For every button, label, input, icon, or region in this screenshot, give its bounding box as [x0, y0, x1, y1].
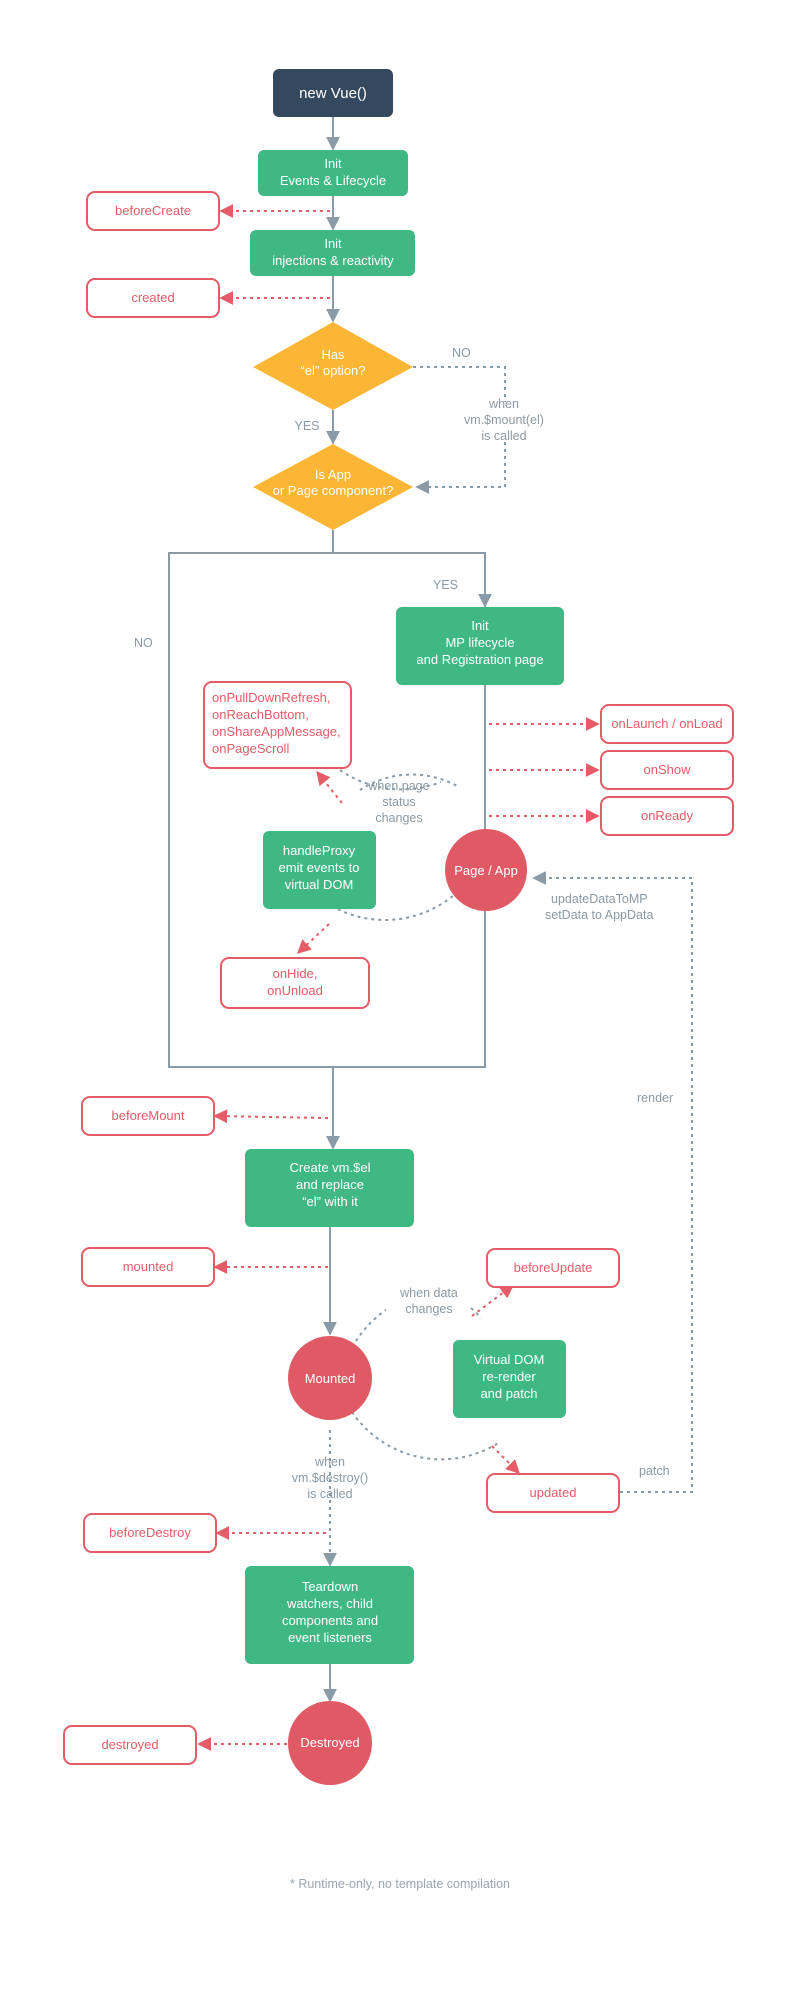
- is-app-line2: or Page component?: [273, 483, 394, 498]
- when-mount-line2: vm.$mount(el): [464, 413, 544, 427]
- hook-updated: updated: [486, 1473, 620, 1513]
- node-init-mp: Init MP lifecycle and Registration page: [396, 607, 564, 685]
- hook-destroyed: destroyed: [63, 1725, 197, 1765]
- before-mount-label: beforeMount: [112, 1108, 185, 1123]
- when-destroy-line3: is called: [307, 1487, 352, 1501]
- init-events-line2: Events & Lifecycle: [280, 173, 386, 188]
- init-injections-line2: injections & reactivity: [272, 253, 394, 268]
- when-mount-line3: is called: [481, 429, 526, 443]
- node-vdom: Virtual DOM re-render and patch: [453, 1340, 566, 1418]
- hook-before-create: beforeCreate: [86, 191, 220, 231]
- page-app-label: Page / App: [454, 863, 518, 878]
- handle-proxy-line1: handleProxy: [283, 843, 356, 858]
- teardown-line1: Teardown: [302, 1579, 358, 1594]
- before-destroy-label: beforeDestroy: [109, 1525, 191, 1540]
- mounted-circle-label: Mounted: [305, 1371, 356, 1386]
- label-no-is-app: NO: [134, 636, 153, 650]
- when-mount-line1: when: [488, 397, 519, 411]
- teardown-line2: watchers, child: [286, 1596, 373, 1611]
- vdom-line1: Virtual DOM: [474, 1352, 545, 1367]
- page-events-line4: onPageScroll: [212, 741, 289, 756]
- teardown-line3: components and: [282, 1613, 378, 1628]
- data-changes-line1: when data: [399, 1286, 458, 1300]
- page-status-line1: when page: [367, 779, 429, 793]
- hook-on-ready: onReady: [600, 796, 734, 836]
- circle-mounted: Mounted: [288, 1336, 372, 1420]
- footnote: * Runtime-only, no template compilation: [290, 1877, 510, 1891]
- on-ready-label: onReady: [641, 808, 694, 823]
- hook-on-hide: onHide, onUnload: [220, 957, 370, 1009]
- page-events-line1: onPullDownRefresh,: [212, 690, 331, 705]
- before-create-label: beforeCreate: [115, 203, 191, 218]
- created-label: created: [131, 290, 174, 305]
- teardown-line4: event listeners: [288, 1630, 372, 1645]
- init-injections-line1: Init: [324, 236, 342, 251]
- init-mp-line2: MP lifecycle: [445, 635, 514, 650]
- on-launch-label: onLaunch / onLoad: [611, 716, 722, 731]
- when-destroy-line2: vm.$destroy(): [292, 1471, 368, 1485]
- label-patch: patch: [639, 1464, 670, 1478]
- node-init-injections: Init injections & reactivity: [250, 230, 415, 276]
- init-mp-line3: and Registration page: [416, 652, 543, 667]
- hook-page-events: onPullDownRefresh, onReachBottom, onShar…: [203, 681, 352, 769]
- mounted-label: mounted: [123, 1259, 174, 1274]
- diamond-has-el: Has “el” option?: [253, 322, 413, 410]
- label-yes-is-app: YES: [433, 578, 458, 592]
- create-el-line3: “el” with it: [302, 1194, 358, 1209]
- node-handle-proxy: handleProxy emit events to virtual DOM: [263, 831, 376, 909]
- diamond-is-app: Is App or Page component?: [253, 444, 413, 530]
- init-mp-line1: Init: [471, 618, 489, 633]
- page-events-line3: onShareAppMessage,: [212, 724, 341, 739]
- node-create-el: Create vm.$el and replace “el” with it: [245, 1149, 414, 1227]
- new-vue-label: new Vue(): [299, 85, 367, 102]
- vdom-line2: re-render: [482, 1369, 536, 1384]
- when-destroy-line1: when: [314, 1455, 345, 1469]
- handle-proxy-line2: emit events to: [279, 860, 360, 875]
- hook-before-mount: beforeMount: [81, 1096, 215, 1136]
- handle-proxy-line3: virtual DOM: [285, 877, 354, 892]
- update-data-line1: updateDataToMP: [551, 892, 648, 906]
- on-unload-line2: onUnload: [267, 983, 323, 998]
- node-init-events: Init Events & Lifecycle: [258, 150, 408, 196]
- create-el-line2: and replace: [296, 1177, 364, 1192]
- node-new-vue: new Vue(): [273, 69, 393, 117]
- on-show-label: onShow: [644, 762, 692, 777]
- has-el-line1: Has: [321, 347, 345, 362]
- create-el-line1: Create vm.$el: [290, 1160, 371, 1175]
- page-status-line2: status: [382, 795, 415, 809]
- on-hide-line1: onHide,: [273, 966, 318, 981]
- hook-on-show: onShow: [600, 750, 734, 790]
- destroyed-circle-label: Destroyed: [300, 1735, 359, 1750]
- page-status-line3: changes: [375, 811, 422, 825]
- label-yes-has-el: YES: [294, 419, 319, 433]
- hook-mounted: mounted: [81, 1247, 215, 1287]
- updated-label: updated: [530, 1485, 577, 1500]
- page-events-line2: onReachBottom,: [212, 707, 309, 722]
- before-update-label: beforeUpdate: [514, 1260, 593, 1275]
- hook-created: created: [86, 278, 220, 318]
- node-teardown: Teardown watchers, child components and …: [245, 1566, 414, 1664]
- main-flow-lines: [168, 117, 492, 1703]
- label-render: render: [637, 1091, 673, 1105]
- circle-destroyed: Destroyed: [288, 1701, 372, 1785]
- hook-before-destroy: beforeDestroy: [83, 1513, 217, 1553]
- hook-before-update: beforeUpdate: [486, 1248, 620, 1288]
- update-data-line2: setData to AppData: [545, 908, 653, 922]
- label-no-has-el: NO: [452, 346, 471, 360]
- vdom-line3: and patch: [480, 1386, 537, 1401]
- has-el-line2: “el” option?: [300, 363, 365, 378]
- init-events-line1: Init: [324, 156, 342, 171]
- is-app-line1: Is App: [315, 467, 351, 482]
- hook-on-launch: onLaunch / onLoad: [600, 704, 734, 744]
- hook-arrows: [197, 204, 600, 1751]
- data-changes-line2: changes: [405, 1302, 452, 1316]
- circle-page-app: Page / App: [445, 829, 527, 911]
- destroyed-label: destroyed: [101, 1737, 158, 1752]
